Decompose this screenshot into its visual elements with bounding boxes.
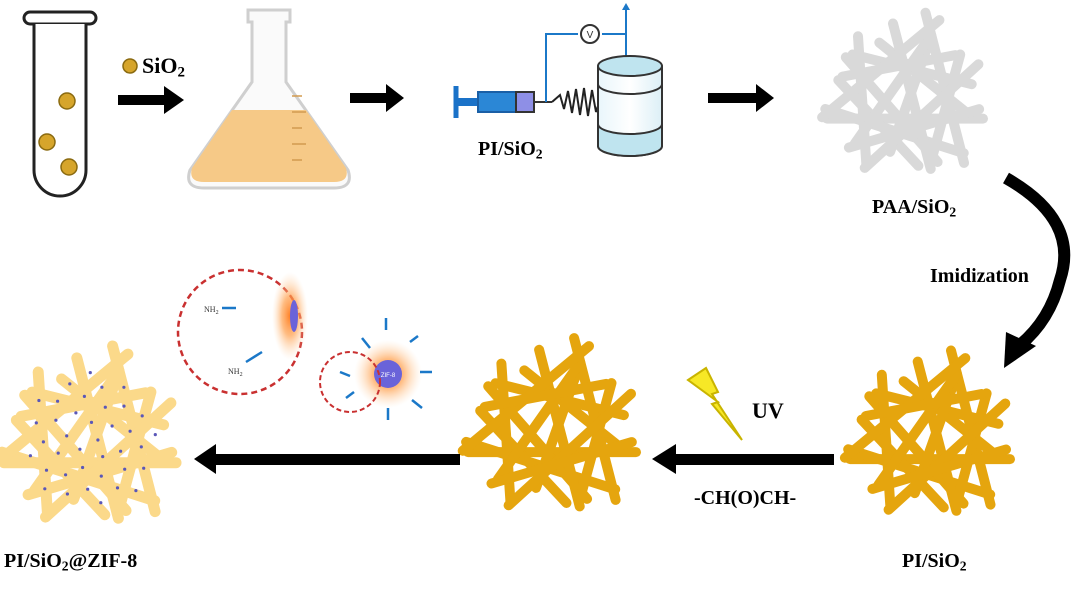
zif8-dot	[78, 447, 82, 451]
electrospinning-setup: V	[453, 3, 663, 157]
fiber	[40, 397, 177, 523]
imidization-arrow	[1003, 172, 1071, 368]
pi-sio2-zif8-membrane	[0, 340, 182, 524]
zif8-dot	[68, 382, 72, 386]
paa-sio2-label: PAA/SiO2	[872, 196, 957, 220]
amine-label: NH2	[228, 367, 243, 378]
uv-lightning-icon	[686, 366, 743, 441]
arrow-left-uv	[652, 444, 834, 474]
uv-label: UV	[752, 398, 784, 423]
pi-sio2-membrane	[839, 345, 1015, 516]
fiber	[883, 398, 1011, 515]
zif8-dot	[142, 466, 146, 470]
imidization-label: Imidization	[930, 265, 1029, 287]
zif8-dot	[86, 487, 90, 491]
voltage-meter	[580, 24, 600, 44]
fiber	[492, 357, 586, 485]
test-tube	[22, 10, 98, 198]
zif8-dot	[99, 501, 103, 505]
zif8-dot	[134, 489, 138, 493]
fiber	[15, 387, 151, 422]
zif8-dot	[89, 420, 94, 424]
fiber	[849, 30, 937, 149]
zif8-dot	[128, 429, 132, 433]
fiber	[873, 368, 962, 490]
sio2-label: SiO2	[142, 53, 185, 81]
zif8-dot	[153, 433, 157, 437]
pi-sio2-epoxy-membrane	[457, 333, 641, 512]
fiber	[951, 388, 992, 511]
zif8-dot	[122, 404, 126, 408]
zif8-dot	[88, 371, 92, 375]
zif8-dot	[34, 421, 38, 425]
zif8-dot	[56, 399, 60, 403]
fiber	[837, 50, 961, 82]
arrow-right-3	[708, 84, 774, 112]
zif8-dot	[110, 424, 114, 428]
fiber	[860, 389, 987, 421]
pi-sio2-label: PI/SiO2	[902, 550, 967, 574]
sio2-particle	[58, 92, 76, 110]
zif8-dot	[100, 385, 104, 389]
fiber	[503, 388, 636, 511]
zif8-dot	[115, 486, 120, 490]
zif8-dot	[37, 398, 41, 403]
fiber	[479, 378, 612, 412]
sio2-legend-particle	[122, 58, 138, 74]
zif8-dot	[103, 405, 107, 409]
arrow-left-zif	[194, 444, 460, 474]
fiber	[843, 104, 985, 153]
zoom-inset-surface: NH2 NH2	[176, 268, 308, 396]
fiber	[859, 59, 984, 173]
fiber	[925, 49, 966, 169]
svg-text:V: V	[587, 30, 594, 41]
zif8-dot	[123, 467, 127, 471]
zif8-dot	[140, 414, 144, 418]
zif8-core-label: ZIF-8	[381, 373, 396, 379]
zif8-dot	[41, 440, 46, 444]
zif8-dot	[54, 418, 58, 422]
zif8-dot	[65, 492, 69, 496]
pi-sio2-spinning-label: PI/SiO2	[478, 138, 543, 162]
sio2-particle	[38, 133, 56, 151]
arrow-right-1	[118, 86, 184, 114]
fiber	[574, 378, 617, 506]
epoxy-label: -CH(O)CH-	[694, 487, 797, 509]
arrow-right-2	[350, 84, 404, 112]
final-product-label: PI/SiO2@ZIF-8	[4, 550, 138, 574]
zif8-dot	[119, 449, 123, 453]
zif8-dot	[64, 473, 68, 477]
paa-sio2-membrane	[817, 7, 988, 174]
zif8-dot	[101, 455, 105, 459]
zif8-dot	[99, 474, 103, 478]
sio2-particle	[60, 158, 78, 176]
zif8-dot	[139, 445, 143, 449]
zif8-dot	[44, 468, 49, 472]
fiber	[867, 444, 1011, 494]
zif8-dot	[74, 411, 78, 415]
fiber	[22, 446, 178, 501]
fiber	[486, 437, 637, 489]
zif8-dot	[82, 394, 86, 398]
zif8-dot	[56, 451, 60, 455]
zif8-dot	[43, 487, 47, 491]
amine-label: NH2	[204, 305, 219, 316]
fiber	[112, 386, 157, 518]
zif8-particle: ZIF-8	[319, 318, 432, 420]
zif8-dot	[28, 454, 32, 458]
zif8-dot	[81, 465, 85, 470]
erlenmeyer-flask	[187, 8, 351, 190]
fiber	[29, 365, 125, 496]
zif8-dot	[65, 434, 69, 438]
zif8-dot	[96, 438, 100, 442]
zif8-dot	[122, 385, 126, 389]
